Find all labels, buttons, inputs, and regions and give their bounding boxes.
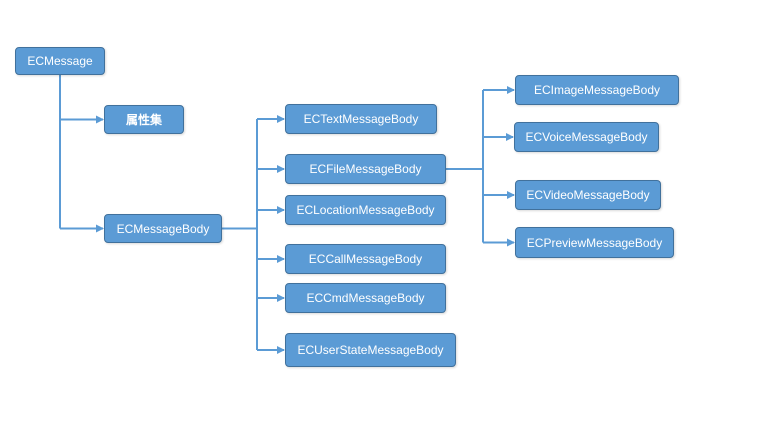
node-ec-call-message-body: ECCallMessageBody — [285, 244, 446, 274]
node-ec-user-state-message-body: ECUserStateMessageBody — [285, 333, 456, 367]
node-ec-image-message-body: ECImageMessageBody — [515, 75, 679, 105]
node-ec-voice-message-body: ECVoiceMessageBody — [514, 122, 659, 152]
node-ec-message-body: ECMessageBody — [104, 214, 222, 243]
node-ec-location-message-body: ECLocationMessageBody — [285, 195, 446, 225]
node-attribute-set: 属性集 — [104, 105, 184, 134]
node-ec-file-message-body: ECFileMessageBody — [285, 154, 446, 184]
node-ec-video-message-body: ECVideoMessageBody — [515, 180, 661, 210]
node-ec-message: ECMessage — [15, 47, 105, 75]
node-ec-preview-message-body: ECPreviewMessageBody — [515, 227, 674, 258]
node-ec-text-message-body: ECTextMessageBody — [285, 104, 437, 134]
node-ec-cmd-message-body: ECCmdMessageBody — [285, 283, 446, 313]
